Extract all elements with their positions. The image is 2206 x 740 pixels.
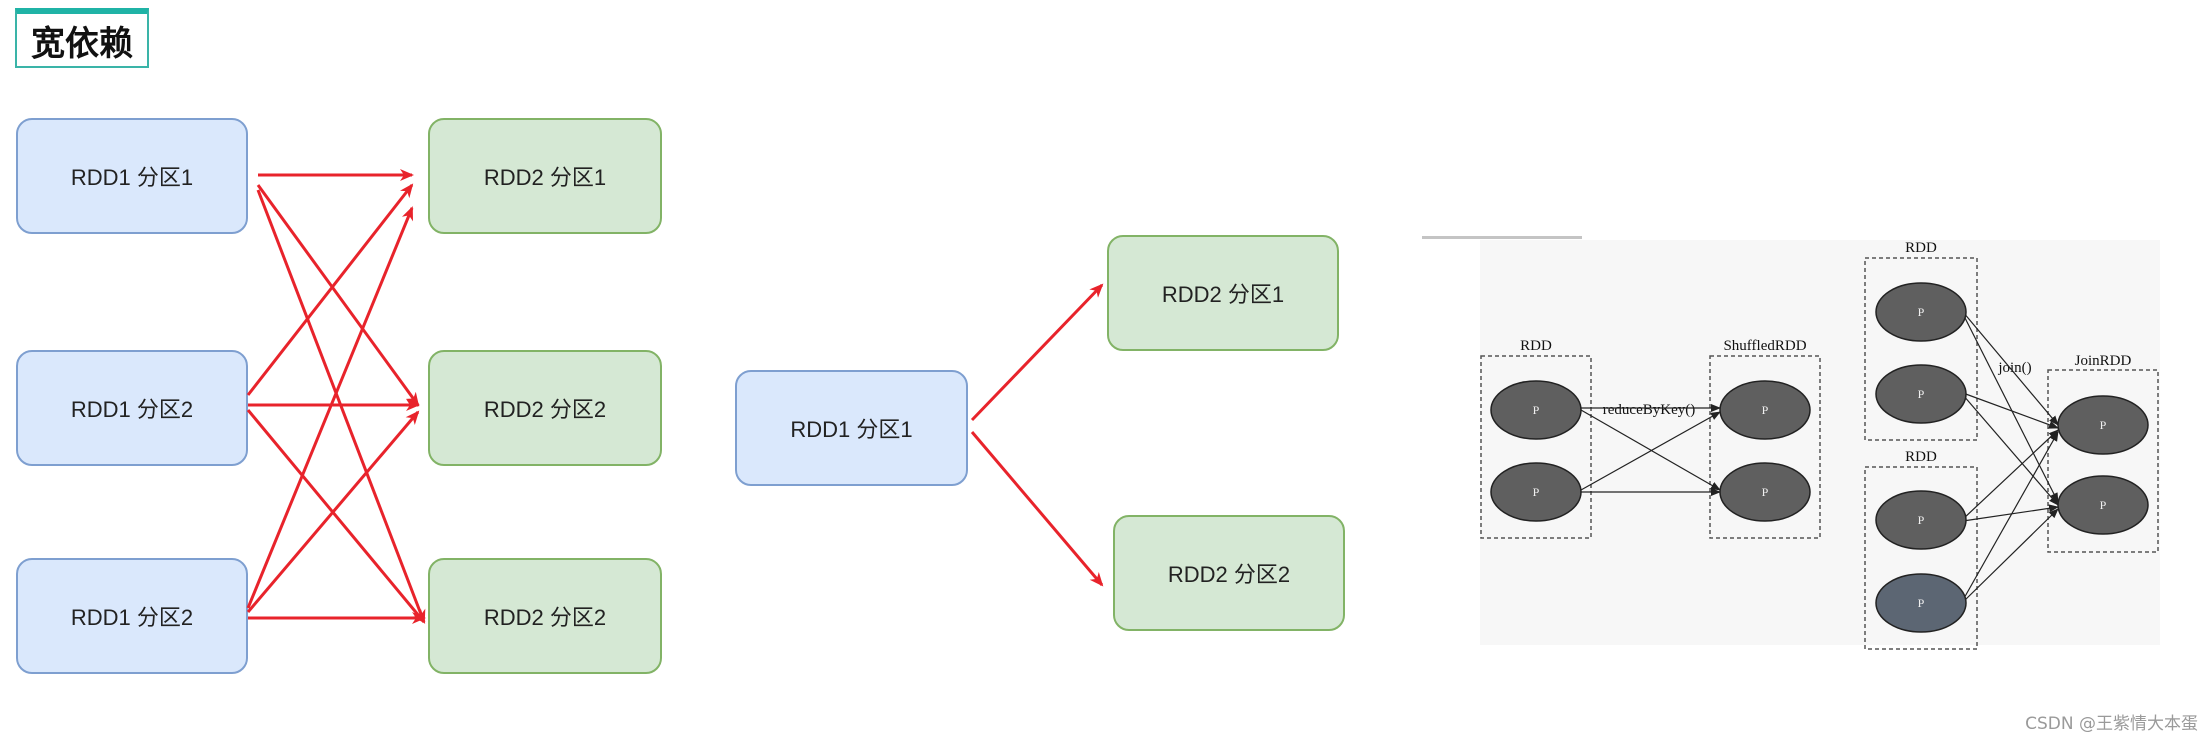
watermark: CSDN @王紫情大本蛋 [2025, 714, 2198, 734]
rdd-top-partition-2 [1875, 364, 1967, 424]
rdd-top-label: RDD [1905, 240, 1937, 256]
partition-label: P [1918, 513, 1925, 527]
left-child-node-3: RDD2 分区2 [428, 558, 662, 674]
rdd-bottom-label: RDD [1905, 449, 1937, 465]
rdd-top-box [1864, 257, 1978, 441]
rdd-partition-1 [1490, 380, 1582, 440]
left-child-node-2-label: RDD2 分区2 [483, 397, 607, 422]
edge-middle-c2 [970, 431, 1104, 587]
middle-parent-node: RDD1 分区1 [735, 370, 968, 486]
middle-parent-node-label: RDD1 分区1 [790, 417, 913, 442]
section-title-text: 宽依赖 [31, 23, 133, 64]
join-edge-2 [1962, 313, 2059, 503]
edge-p3-c2 [246, 410, 420, 613]
joinrdd-label: JoinRDD [2075, 353, 2132, 369]
shuffled-partition-2 [1719, 462, 1811, 522]
embedded-edges [1580, 311, 2059, 603]
edge-p2-c3 [246, 409, 426, 624]
join-edge-1 [1962, 311, 2059, 426]
left-parent-node-3-label: RDD1 分区2 [70, 605, 194, 630]
middle-dependency-edges [970, 283, 1104, 587]
separator-line [1422, 236, 1582, 239]
edge-middle-c1 [970, 283, 1104, 422]
left-dependency-edges [246, 169, 426, 624]
shuffledrdd-box [1709, 355, 1821, 539]
edge-p1-c2 [256, 184, 420, 407]
left-parent-node-3: RDD1 分区2 [16, 558, 248, 674]
partition-label: P [2100, 498, 2107, 512]
left-child-node-3-label: RDD2 分区2 [483, 605, 607, 630]
middle-child-node-1: RDD2 分区1 [1107, 235, 1339, 351]
section-title: 宽依赖 [15, 8, 149, 68]
left-child-node-1: RDD2 分区1 [428, 118, 662, 234]
left-parent-node-1-label: RDD1 分区1 [70, 165, 194, 190]
left-parent-node-2-label: RDD1 分区2 [70, 397, 194, 422]
rdd-top-partition-1 [1875, 282, 1967, 342]
reduce-edge-3 [1580, 411, 1721, 491]
partition-label: P [2100, 418, 2107, 432]
left-child-node-2: RDD2 分区2 [428, 350, 662, 466]
partition-label: P [1918, 387, 1925, 401]
join-label: join() [1997, 360, 2031, 376]
join-edge-7 [1962, 431, 2059, 601]
partition-label: P [1533, 403, 1540, 417]
partition-label: P [1762, 485, 1769, 499]
partition-labels: P P P P P P P P P P [1533, 305, 2107, 610]
partition-label: P [1918, 596, 1925, 610]
join-edge-8 [1962, 508, 2059, 603]
embedded-rdd-diagram: RDD ShuffledRDD RDD RDD JoinRDD reduceBy… [1480, 240, 2159, 650]
partition-label: P [1762, 403, 1769, 417]
partition-label: P [1918, 305, 1925, 319]
join-edge-5 [1962, 429, 2059, 520]
middle-child-node-1-label: RDD2 分区1 [1161, 282, 1285, 307]
rdd-bottom-partition-1 [1875, 490, 1967, 550]
left-child-node-1-label: RDD2 分区1 [483, 165, 607, 190]
shuffled-partition-1 [1719, 380, 1811, 440]
join-partition-2 [2057, 475, 2149, 535]
edge-p2-c1 [246, 183, 414, 396]
joinrdd-box [2047, 369, 2159, 553]
shuffledrdd-label: ShuffledRDD [1723, 338, 1806, 354]
rdd-bottom-box [1864, 466, 1978, 650]
left-parent-node-1: RDD1 分区1 [16, 118, 248, 234]
join-partition-1 [2057, 395, 2149, 455]
rdd-bottom-partition-2 [1875, 573, 1967, 633]
join-edge-6 [1962, 504, 2059, 522]
join-edge-3 [1962, 392, 2059, 429]
edge-p3-c1 [246, 206, 414, 609]
rdd-box [1480, 355, 1592, 539]
rdd-partition-2 [1490, 462, 1582, 522]
reduce-edge-2 [1580, 409, 1721, 491]
middle-child-node-2-label: RDD2 分区2 [1167, 562, 1291, 587]
join-edge-4 [1962, 394, 2059, 506]
reducebykey-label: reduceByKey() [1603, 402, 1695, 418]
rdd-label: RDD [1520, 338, 1552, 354]
left-parent-node-2: RDD1 分区2 [16, 350, 248, 466]
partition-nodes [1490, 282, 2149, 633]
partition-label: P [1533, 485, 1540, 499]
middle-child-node-2: RDD2 分区2 [1113, 515, 1345, 631]
